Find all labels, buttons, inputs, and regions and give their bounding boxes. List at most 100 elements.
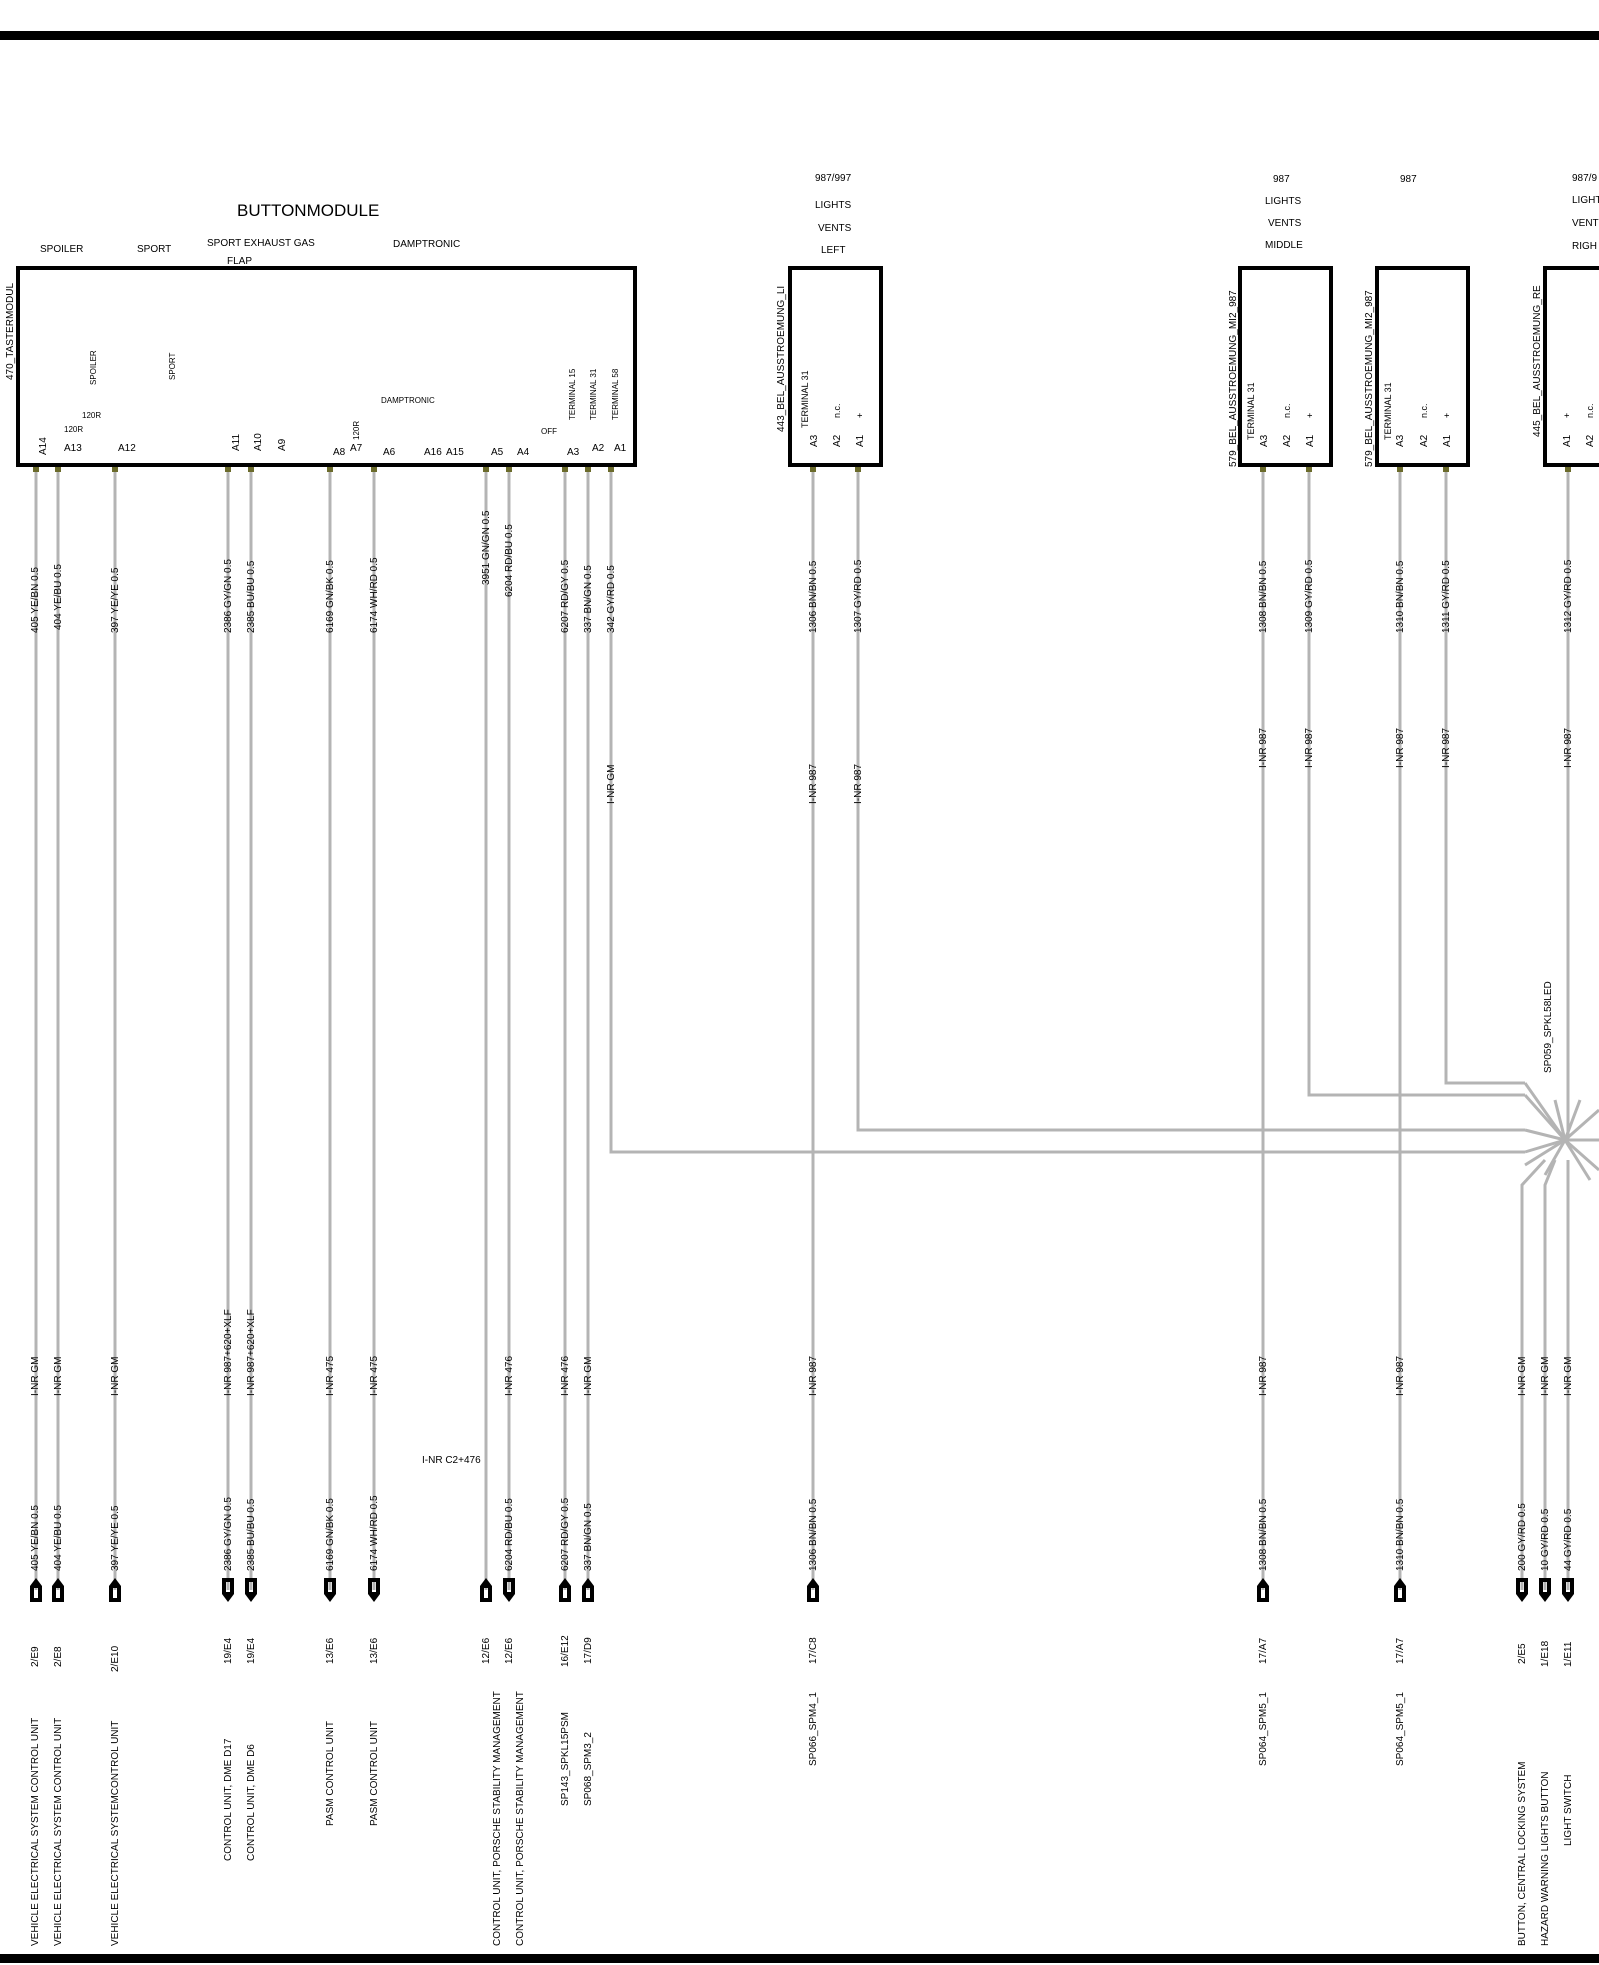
- wire-label: 6169 GN/BK 0.5: [325, 1498, 336, 1571]
- wire-label: 405 YE/BN 0.5: [30, 1505, 41, 1571]
- inr-label: I-NR GM: [583, 1357, 594, 1396]
- inner-terminal-58: TERMINAL 58: [611, 368, 620, 420]
- light-mid1-code: 987: [1273, 174, 1290, 185]
- destination-label: SP066_SPM4_1: [808, 1692, 819, 1766]
- inr-label: I-NR GM: [1540, 1357, 1551, 1396]
- inner-120r-1: 120R: [82, 411, 101, 420]
- destination-label: SP068_SPM3_2: [583, 1732, 594, 1806]
- connector-plug: [559, 1578, 571, 1602]
- pin-terminal: [608, 465, 614, 472]
- light-left-plus: +: [855, 413, 865, 418]
- wire-label: 200 GY/RD 0.5: [1517, 1503, 1528, 1571]
- light-vents-left[interactable]: 987/997 LIGHTS VENTS LEFT 443_BEL_AUSSTR…: [776, 173, 883, 467]
- page-ref: 2/E10: [110, 1645, 121, 1672]
- light-right-code: 987/9: [1572, 173, 1597, 184]
- wire-label: 397 YE/YE 0.5: [110, 567, 121, 633]
- page-references[interactable]: 2/E9 2/E8 2/E10 19/E4 19/E4 13/E6 13/E6 …: [30, 1635, 1574, 1672]
- button-module[interactable]: BUTTONMODULE 470_TASTERMODUL SPOILER SPO…: [5, 201, 637, 467]
- inr-labels-middle: I-NR GM I-NR 987 I-NR 987 I-NR 987 I-NR …: [606, 728, 1574, 804]
- destination-label: CONTROL UNIT, DME D6: [246, 1744, 257, 1861]
- connector-plug: [807, 1578, 819, 1602]
- inr-label: I-NR GM: [1517, 1357, 1528, 1396]
- connector-socket: [1562, 1578, 1574, 1602]
- light-mid2-name: 579_BEL_AUSSTROEMUNG_MI2_987: [1364, 290, 1375, 467]
- wire: [1520, 1158, 1547, 1590]
- header-sport-exhaust: SPORT EXHAUST GAS: [207, 238, 315, 249]
- light-mid1-pin-a1: A1: [1305, 434, 1316, 447]
- page-ref: 2/E8: [53, 1646, 64, 1667]
- header-sport: SPORT: [137, 244, 171, 255]
- wire-label: 6174 WH/RD 0.5: [369, 557, 380, 633]
- page-ref: 16/E12: [560, 1635, 571, 1667]
- pin-a1: A1: [614, 443, 627, 454]
- splice-branch: [1553, 1099, 1567, 1141]
- pin-a4: A4: [517, 447, 530, 458]
- destination-label: VEHICLE ELECTRICAL SYSTEMCONTROL UNIT: [110, 1721, 121, 1946]
- destination-label: CONTROL UNIT, PORSCHE STABILITY MANAGEME…: [515, 1691, 526, 1946]
- pin-terminal: [562, 465, 568, 472]
- splice-branch: [1524, 1138, 1566, 1167]
- page-ref: 17/C8: [808, 1637, 819, 1664]
- wire: [609, 472, 1525, 1154]
- destination-label: CONTROL UNIT, DME D17: [223, 1738, 234, 1861]
- wire-label: 1307 GY/RD 0.5: [853, 559, 864, 633]
- inr-labels-lower: I-NR GM I-NR GM I-NR GM I-NR 987+620+XLF…: [30, 1309, 1574, 1396]
- light-vents-middle-2[interactable]: 987 579_BEL_AUSSTROEMUNG_MI2_987 TERMINA…: [1364, 174, 1470, 467]
- inr-label: I-NR 987: [808, 1356, 819, 1396]
- wire-label: 337 BN/GN 0.5: [583, 565, 594, 633]
- inr-label: I-NR 475: [369, 1356, 380, 1396]
- light-right-line1: LIGHT: [1572, 195, 1599, 206]
- wire-label: 342 GY/RD 0.5: [606, 565, 617, 633]
- splice-branch: [1523, 1082, 1567, 1141]
- wire-label: 1308 BN/BN 0.5: [1258, 1498, 1269, 1571]
- page-ref: 1/E11: [1563, 1641, 1574, 1667]
- wire-label: 1311 GY/RD 0.5: [1441, 560, 1452, 633]
- light-mid1-line3: MIDDLE: [1265, 240, 1303, 251]
- pin-a11: A11: [231, 434, 242, 451]
- destination-label: SP064_SPM5_1: [1395, 1692, 1406, 1766]
- page-ref: 17/A7: [1258, 1637, 1269, 1664]
- pin-a3: A3: [567, 447, 580, 458]
- light-mid1-plus: +: [1305, 413, 1315, 418]
- light-left-line3: LEFT: [821, 245, 845, 256]
- header-flap: FLAP: [227, 256, 252, 267]
- wire-label: 6207 RD/GY 0.5: [560, 559, 571, 633]
- light-mid1-nc: n.c.: [1282, 403, 1292, 418]
- pin-a16: A16: [424, 447, 442, 458]
- wire-label: 6204 RD/BU 0.5: [504, 1498, 515, 1571]
- destination-label: VEHICLE ELECTRICAL SYSTEM CONTROL UNIT: [53, 1718, 64, 1946]
- light-mid1-terminal: TERMINAL 31: [1246, 382, 1256, 440]
- inr-label: I-NR 987: [1258, 1356, 1269, 1396]
- splice-branch: [1563, 1099, 1582, 1141]
- destination-label: VEHICLE ELECTRICAL SYSTEM CONTROL UNIT: [30, 1718, 41, 1946]
- connector-socket: [368, 1578, 380, 1602]
- light-vents-middle-1[interactable]: 987 LIGHTS VENTS MIDDLE 579_BEL_AUSSTROE…: [1228, 174, 1333, 467]
- inr-label: I-NR 987+620+XLF: [223, 1309, 234, 1396]
- pin-terminal: [225, 465, 231, 472]
- wire-label: 1306 BN/BN 0.5: [808, 560, 819, 633]
- page-ref: 19/E4: [246, 1637, 257, 1664]
- connector-socket: [1516, 1578, 1528, 1602]
- pin-terminal: [1306, 465, 1312, 472]
- light-left-pin-a1: A1: [855, 434, 866, 447]
- header-damptronic: DAMPTRONIC: [393, 239, 460, 250]
- light-mid2-nc: n.c.: [1419, 403, 1429, 418]
- page-ref: 13/E6: [325, 1637, 336, 1664]
- light-left-code: 987/997: [815, 173, 852, 184]
- light-mid2-pin-a1: A1: [1442, 434, 1453, 447]
- light-right-pin-a2: A2: [1585, 434, 1596, 447]
- light-left-name: 443_BEL_AUSSTROEMUNG_LI: [776, 286, 787, 432]
- pin-a8: A8: [333, 447, 346, 458]
- pin-a5: A5: [491, 447, 504, 458]
- light-vents-right[interactable]: 987/9 LIGHT VENT RIGH 445_BEL_AUSSTROEMU…: [1532, 173, 1599, 467]
- connector-socket: [324, 1578, 336, 1602]
- wire-label: 2385 BU/BU 0.5: [246, 1498, 257, 1571]
- connector-socket: [1539, 1578, 1551, 1602]
- splice-label: SP059_SPKL58LED: [1543, 981, 1554, 1073]
- wire-label: 2386 GY/GN 0.5: [223, 1497, 234, 1571]
- light-mid2-pin-a3: A3: [1395, 434, 1406, 447]
- inner-terminal-31: TERMINAL 31: [589, 368, 598, 420]
- inner-120r-3: 120R: [352, 421, 361, 440]
- light-left-line2: VENTS: [818, 223, 852, 234]
